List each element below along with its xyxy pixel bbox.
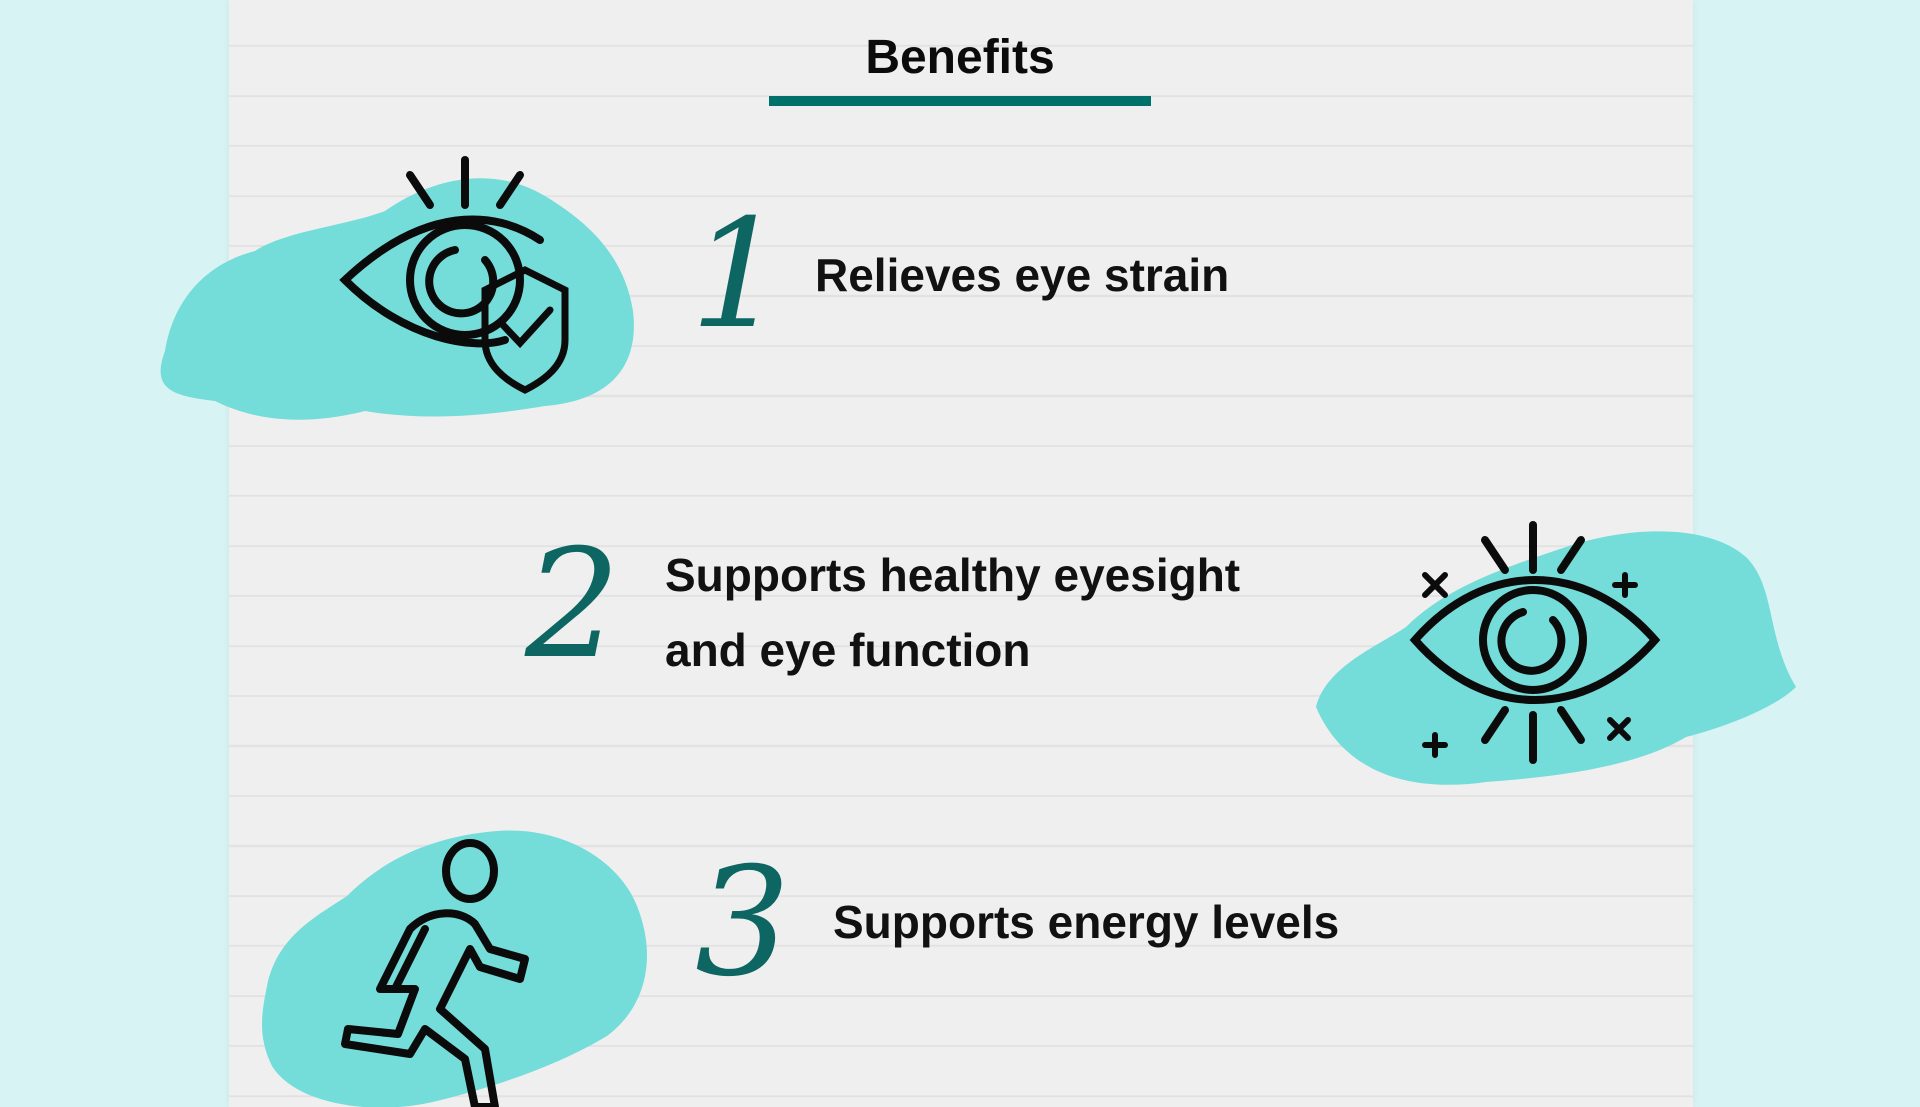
paint-blob	[262, 830, 647, 1107]
paint-blob	[160, 178, 634, 420]
title-underline	[769, 96, 1151, 106]
eye-shield-check-icon	[339, 156, 569, 394]
benefit-text: Supports energy levels	[833, 896, 1340, 948]
item-number: 1	[690, 188, 786, 362]
item-number: 2	[525, 518, 621, 692]
benefit-text: and eye function	[665, 624, 1031, 676]
running-person-icon	[341, 839, 529, 1107]
sparkling-eye-icon	[1409, 521, 1661, 764]
item-number: 3	[695, 836, 791, 1010]
benefit-text: Supports healthy eyesight	[665, 549, 1241, 601]
page-title: Benefits	[865, 31, 1055, 84]
benefit-text: Relieves eye strain	[815, 249, 1230, 301]
